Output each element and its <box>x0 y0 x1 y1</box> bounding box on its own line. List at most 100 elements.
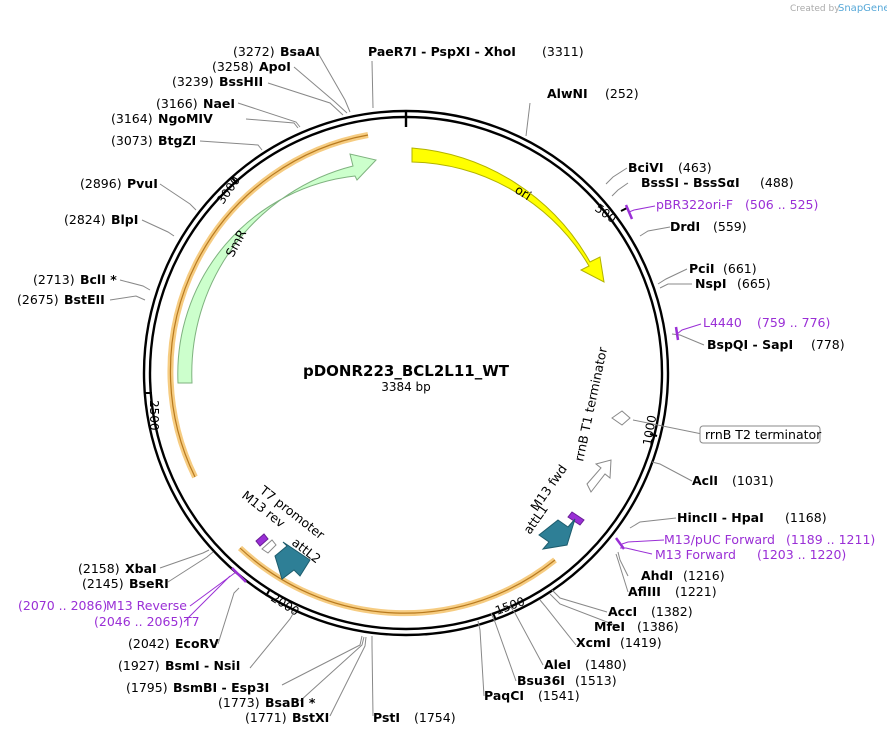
enzyme-name[interactable]: DrdI <box>670 219 700 234</box>
enzyme-pos: (1168) <box>785 510 827 525</box>
enzyme-name[interactable]: PciI <box>689 261 715 276</box>
enzyme-name[interactable]: BsmBI - Esp3I <box>173 680 269 695</box>
enzyme-pos: (1031) <box>732 473 774 488</box>
enzyme-name[interactable]: PvuI <box>127 176 158 191</box>
enzyme-name[interactable]: AleI <box>544 657 571 672</box>
highlight-arc-left-edge <box>169 134 369 478</box>
enzyme-name[interactable]: BclI * <box>80 272 117 287</box>
feature-rrnb-t1-arrow[interactable] <box>586 459 612 493</box>
enzyme-pos: (3164) <box>111 111 153 126</box>
feature-rrnb-t1-label: rrnB T1 terminator <box>571 345 610 463</box>
enzyme-pos: (1795) <box>126 680 168 695</box>
enzyme-name[interactable]: XcmI <box>576 635 611 650</box>
enzyme-pos: (1754) <box>414 710 456 725</box>
enzyme-pos: (2158) <box>78 561 120 576</box>
plasmid-name: pDONR223_BCL2L11_WT <box>303 362 510 380</box>
enzyme-name[interactable]: BstXI <box>292 710 329 725</box>
primer-name[interactable]: T7 <box>183 614 200 629</box>
primer-name[interactable]: M13 Reverse <box>106 598 187 613</box>
primer-mark-l4440 <box>674 326 680 341</box>
enzyme-name[interactable]: BciVI <box>628 160 664 175</box>
feature-ori-label: ori <box>512 182 534 203</box>
enzyme-name[interactable]: BstEII <box>64 292 105 307</box>
enzyme-name[interactable]: PstI <box>373 710 400 725</box>
enzyme-name[interactable]: BssHII <box>219 74 263 89</box>
plasmid-length: 3384 bp <box>381 380 431 394</box>
tick-2500: 2500 <box>147 400 161 431</box>
enzyme-pos: (1771) <box>245 710 287 725</box>
primer-mark-m13rev <box>231 567 247 583</box>
primer-name[interactable]: M13/pUC Forward <box>664 532 775 547</box>
primer-range: (1203 .. 1220) <box>757 547 846 562</box>
enzyme-pos: (1419) <box>620 635 662 650</box>
feature-t7-arrow[interactable] <box>261 539 277 554</box>
primer-range: (2070 .. 2086) <box>18 598 107 613</box>
enzyme-pos: (665) <box>737 276 771 291</box>
feature-m13rev-arrow[interactable] <box>255 533 269 547</box>
feature-m13fwd-label: M13 fwd <box>527 462 570 514</box>
feature-rrnb-t2-arrow[interactable] <box>611 410 631 426</box>
enzyme-name[interactable]: AccI <box>608 604 637 619</box>
enzyme-pos: (488) <box>760 175 794 190</box>
enzyme-name[interactable]: Bsu36I <box>517 673 565 688</box>
enzyme-name[interactable]: NspI <box>695 276 727 291</box>
credit-prefix: Created by <box>790 4 840 14</box>
enzyme-pos: (559) <box>713 219 747 234</box>
feature-rrnb-t2-label: rrnB T2 terminator <box>705 427 822 442</box>
enzyme-name[interactable]: NaeI <box>203 96 235 111</box>
enzyme-name[interactable]: HincII - HpaI <box>677 510 764 525</box>
credit-brand: SnapGene <box>838 3 887 14</box>
enzyme-labels-left: (3272) BsaAI (3258) ApoI (3239) BssHII (… <box>17 44 320 307</box>
enzyme-pos: (3166) <box>156 96 198 111</box>
enzyme-name[interactable]: EcoRV <box>175 636 219 651</box>
highlight-arc-bottom-edge <box>239 547 556 614</box>
enzyme-name[interactable]: MfeI <box>594 619 625 634</box>
enzyme-pos: (1386) <box>637 619 679 634</box>
enzyme-name[interactable]: BlpI <box>111 212 138 227</box>
enzyme-pos: (463) <box>678 160 712 175</box>
enzyme-name[interactable]: BsmI - NsiI <box>165 658 240 673</box>
tick-2000: 2000 <box>268 591 301 619</box>
enzyme-pos: (2896) <box>80 176 122 191</box>
primer-name[interactable]: L4440 <box>703 315 742 330</box>
enzyme-name[interactable]: BseRI <box>129 576 169 591</box>
enzyme-pos: (2713) <box>33 272 75 287</box>
enzyme-pos: (778) <box>811 337 845 352</box>
enzyme-name[interactable]: AhdI <box>641 568 673 583</box>
primer-range: (1189 .. 1211) <box>786 532 875 547</box>
feature-m13fwd-arrow[interactable] <box>567 511 585 526</box>
scale-ticks: 500 1000 1500 2000 2500 3000 <box>145 174 659 621</box>
primer-range: (506 .. 525) <box>745 197 818 212</box>
primer-range: (759 .. 776) <box>757 315 830 330</box>
enzyme-pos: (3239) <box>172 74 214 89</box>
enzyme-name[interactable]: BtgZI <box>158 133 196 148</box>
enzyme-name[interactable]: PaeR7I - PspXI - XhoI <box>368 44 516 59</box>
feature-ori-arrow[interactable] <box>411 147 605 283</box>
enzyme-pos: (2042) <box>128 636 170 651</box>
enzyme-name[interactable]: AlwNI <box>547 86 588 101</box>
enzyme-name[interactable]: BssSI - BssSαI <box>641 175 740 190</box>
enzyme-name[interactable]: AflIII <box>628 584 661 599</box>
enzyme-name[interactable]: XbaI <box>125 561 157 576</box>
primer-mark-pbr322 <box>624 204 634 220</box>
tick-1000: 1000 <box>640 414 659 447</box>
feature-attl2-arrow[interactable] <box>274 541 311 580</box>
enzyme-name[interactable]: BspQI - SapI <box>707 337 793 352</box>
primer-name[interactable]: pBR322ori-F <box>656 197 733 212</box>
feature-attl1-arrow[interactable] <box>538 518 576 550</box>
enzyme-name[interactable]: NgoMIV <box>158 111 213 126</box>
enzyme-pos: (1541) <box>538 688 580 703</box>
enzyme-name[interactable]: ApoI <box>259 59 291 74</box>
enzyme-name[interactable]: PaqCI <box>484 688 524 703</box>
enzyme-name[interactable]: BsaAI <box>280 44 320 59</box>
primer-name[interactable]: M13 Forward <box>655 547 736 562</box>
feature-smr-arrow[interactable] <box>177 153 377 384</box>
enzyme-pos: (2824) <box>64 212 106 227</box>
enzyme-pos: (661) <box>723 261 757 276</box>
feature-rrnb-t2-leader <box>632 419 703 435</box>
enzyme-pos: (3073) <box>111 133 153 148</box>
enzyme-name[interactable]: AclI <box>692 473 718 488</box>
enzyme-pos: (2675) <box>17 292 59 307</box>
enzyme-name[interactable]: BsaBI * <box>265 695 316 710</box>
enzyme-leaders <box>109 52 705 717</box>
